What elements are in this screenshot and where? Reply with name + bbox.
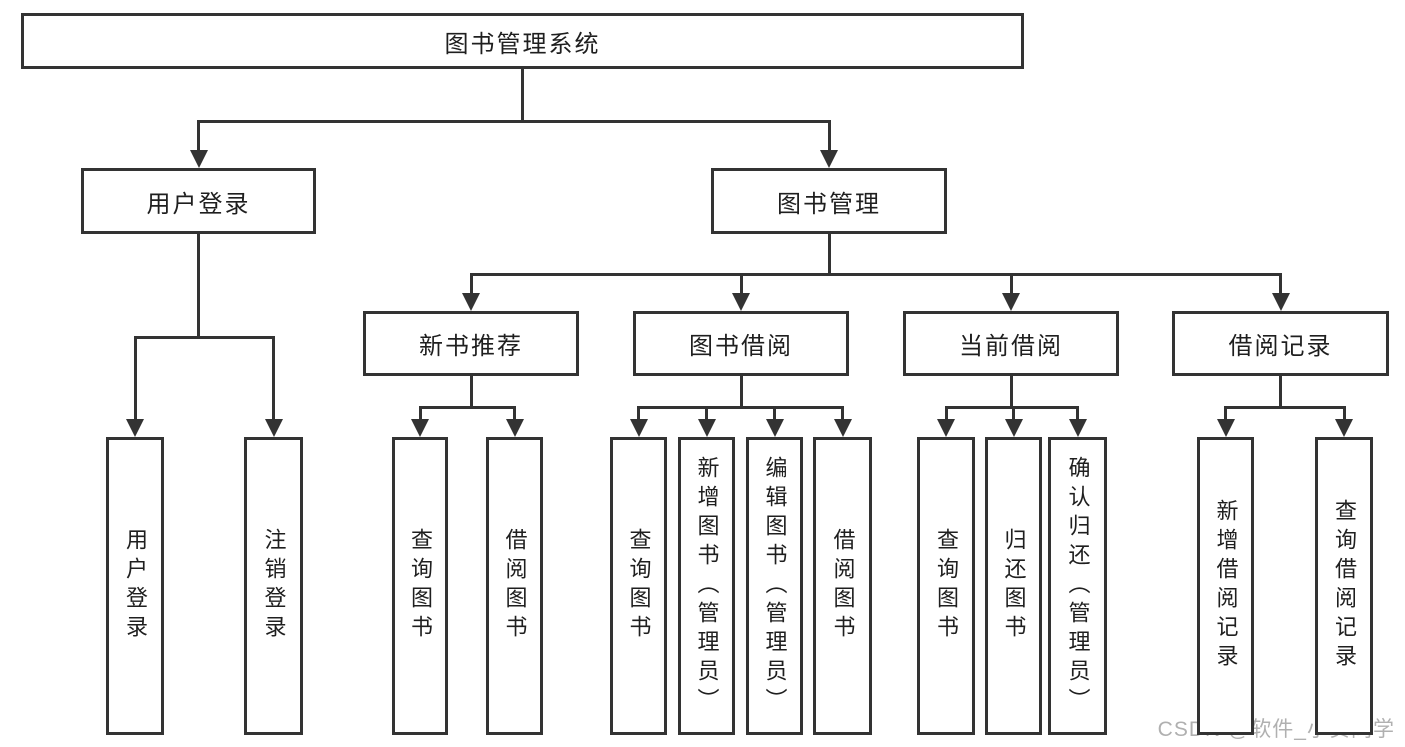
connector-line (469, 273, 473, 295)
connector-line (705, 406, 708, 421)
connector-line (197, 234, 200, 339)
node-label-root: 图书管理系统 (444, 30, 601, 58)
node-label-leaf-borrow-books-new: 借阅图书 (502, 528, 528, 644)
node-label-book-mgmt: 图书管理 (777, 190, 881, 218)
connector-line (1076, 406, 1079, 421)
node-leaf-query-borrow-record: 查询借阅记录 (1315, 437, 1373, 735)
node-label-leaf-add-borrow-record: 新增借阅记录 (1213, 499, 1239, 673)
node-label-leaf-borrow-books-2: 借阅图书 (830, 528, 856, 644)
arrow-down-icon (1271, 293, 1290, 311)
node-current-borrow: 当前借阅 (903, 311, 1119, 376)
connector-line (637, 406, 844, 409)
connector-line (1279, 273, 1282, 295)
node-label-leaf-user-login: 用户登录 (123, 528, 148, 644)
arrow-down-icon (505, 419, 524, 437)
connector-line (1009, 273, 1013, 295)
connector-line (827, 234, 831, 276)
arrow-down-icon (411, 419, 429, 437)
node-book-borrow: 图书借阅 (633, 311, 849, 376)
connector-line (418, 406, 516, 409)
arrow-down-icon (1004, 419, 1023, 437)
node-borrow-records: 借阅记录 (1172, 311, 1389, 376)
arrow-down-icon (820, 150, 838, 168)
connector-line (1224, 406, 1346, 409)
node-leaf-add-borrow-record: 新增借阅记录 (1197, 437, 1254, 735)
connector-line (521, 69, 524, 123)
node-label-leaf-logout: 注销登录 (261, 528, 287, 644)
arrow-down-icon (462, 293, 480, 311)
node-leaf-query-books-current: 查询图书 (917, 437, 975, 735)
node-user-login: 用户登录 (81, 168, 316, 234)
node-label-leaf-edit-books-admin: 编辑图书（管理员） (762, 455, 788, 717)
arrow-down-icon (264, 419, 283, 437)
node-label-borrow-records: 借阅记录 (1228, 333, 1333, 360)
arrow-down-icon (126, 419, 144, 437)
node-leaf-logout: 注销登录 (244, 437, 303, 735)
arrow-down-icon (937, 419, 955, 437)
connector-line (197, 120, 200, 152)
connector-line (469, 376, 473, 409)
node-label-leaf-query-books-current: 查询图书 (934, 528, 959, 644)
connector-line (133, 336, 137, 421)
connector-line (469, 273, 1282, 276)
connector-line (841, 406, 844, 421)
node-label-current-borrow: 当前借阅 (959, 333, 1063, 360)
connector-line (418, 406, 422, 421)
connector-line (1009, 376, 1013, 409)
node-leaf-edit-books-admin: 编辑图书（管理员） (746, 437, 803, 735)
connector-line (197, 120, 831, 123)
arrow-down-icon (629, 419, 648, 437)
connector-line (739, 376, 743, 409)
connector-line (944, 406, 948, 421)
node-leaf-confirm-return-admin: 确认归还（管理员） (1048, 437, 1107, 735)
connector-line (1012, 406, 1015, 421)
node-label-leaf-add-books-admin: 新增图书（管理员） (694, 455, 720, 717)
connector-line (739, 273, 743, 295)
node-label-new-book-rec: 新书推荐 (419, 333, 523, 360)
connector-line (513, 406, 516, 421)
node-leaf-add-books-admin: 新增图书（管理员） (678, 437, 735, 735)
arrow-down-icon (189, 150, 208, 168)
arrow-down-icon (697, 419, 716, 437)
node-label-book-borrow: 图书借阅 (689, 333, 793, 360)
node-root: 图书管理系统 (21, 13, 1024, 69)
connector-line (133, 336, 275, 339)
arrow-down-icon (833, 419, 852, 437)
node-leaf-query-books-new: 查询图书 (392, 437, 448, 735)
node-label-leaf-query-books-new: 查询图书 (408, 528, 433, 644)
connector-line (1224, 406, 1227, 421)
arrow-down-icon (765, 419, 784, 437)
node-leaf-borrow-books-2: 借阅图书 (813, 437, 872, 735)
node-label-leaf-confirm-return-admin: 确认归还（管理员） (1065, 455, 1091, 717)
node-leaf-borrow-books-new: 借阅图书 (486, 437, 543, 735)
connector-line (827, 120, 831, 152)
connector-line (1279, 376, 1282, 409)
arrow-down-icon (732, 293, 750, 311)
node-leaf-query-books-borrow: 查询图书 (610, 437, 667, 735)
node-leaf-user-login: 用户登录 (106, 437, 164, 735)
node-book-mgmt: 图书管理 (711, 168, 947, 234)
arrow-down-icon (1335, 419, 1353, 437)
connector-line (1342, 406, 1346, 421)
node-new-book-rec: 新书推荐 (363, 311, 579, 376)
connector-line (637, 406, 640, 421)
arrow-down-icon (1068, 419, 1087, 437)
arrow-down-icon (1002, 293, 1020, 311)
node-label-leaf-query-borrow-record: 查询借阅记录 (1332, 499, 1357, 673)
connector-line (773, 406, 776, 421)
arrow-down-icon (1216, 419, 1235, 437)
node-label-leaf-query-books-borrow: 查询图书 (626, 528, 652, 644)
node-label-user-login: 用户登录 (146, 190, 251, 218)
connector-line (944, 406, 1079, 409)
connector-line (272, 336, 275, 421)
node-label-leaf-return-books: 归还图书 (1001, 528, 1027, 644)
node-leaf-return-books: 归还图书 (985, 437, 1042, 735)
